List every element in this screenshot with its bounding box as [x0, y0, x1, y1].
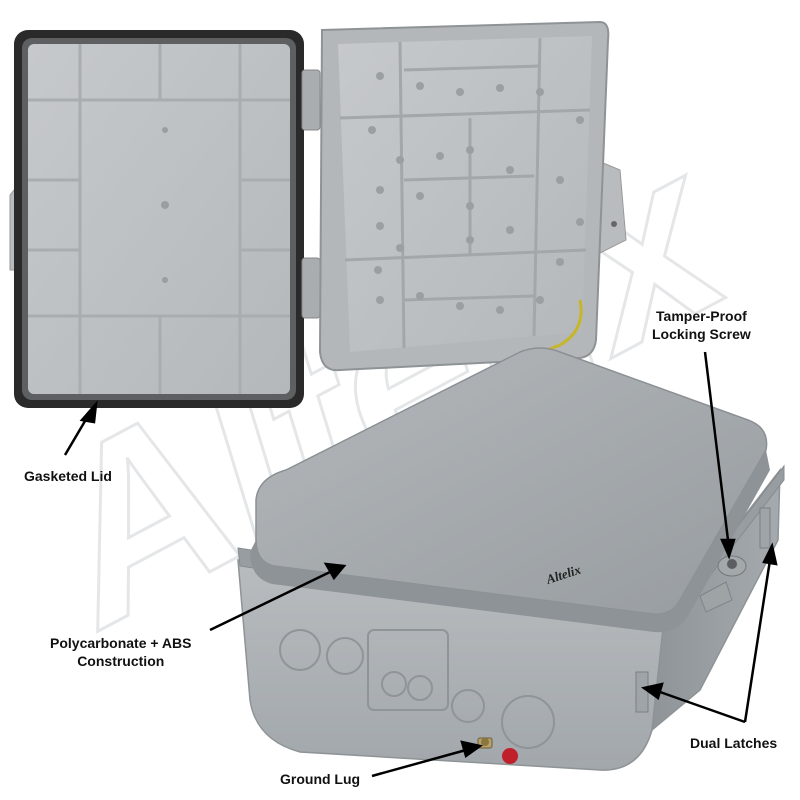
conduit-knockouts	[279, 629, 555, 749]
mounting-bosses	[368, 72, 584, 314]
ground-lug-label: Ground Lug	[280, 771, 361, 787]
hinge-top	[301, 69, 321, 131]
base-interior	[338, 36, 592, 352]
lid-interior	[28, 44, 290, 394]
gasketed-lid-label: Gasketed Lid	[24, 468, 112, 484]
tamper-proof-label-line1: Tamper-Proof	[656, 308, 747, 324]
latch-side	[759, 507, 771, 549]
screw-icon	[611, 221, 617, 227]
lid-mounting-ear	[699, 581, 733, 613]
open-base	[318, 20, 627, 372]
hinge-bottom	[301, 257, 321, 319]
polycarbonate-label-line1: Polycarbonate + ABS	[50, 635, 192, 651]
tamper-proof-locking-screw	[717, 555, 747, 577]
enclosure-lid	[255, 347, 768, 615]
open-lid	[9, 30, 321, 408]
tamper-proof-label-line2: Locking Screw	[652, 326, 751, 342]
tamper-proof-screw-label: Tamper-Proof Locking Screw	[652, 307, 751, 343]
latch-front	[635, 671, 649, 713]
polycarbonate-label-line2: Construction	[77, 653, 165, 669]
dual-latches-label: Dual Latches	[690, 735, 778, 751]
ground-warning-label	[502, 748, 518, 764]
callout-arrows	[63, 351, 778, 778]
closed-enclosure: Altelix	[237, 347, 785, 771]
polycarbonate-construction-label: Polycarbonate + ABS Construction	[50, 634, 191, 670]
